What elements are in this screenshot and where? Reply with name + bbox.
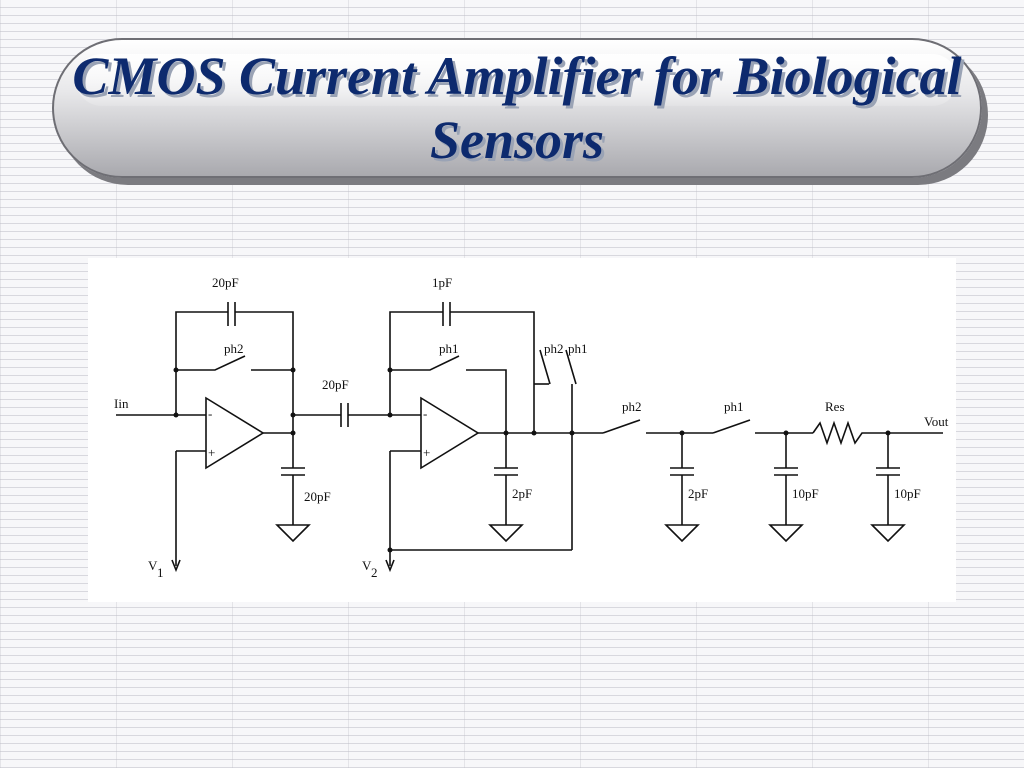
label-minus-1: - (208, 406, 212, 421)
label-vout: Vout (924, 414, 949, 429)
label-c-out1: 20pF (304, 489, 331, 504)
label-plus-2: + (423, 445, 430, 460)
label-minus-2: - (423, 406, 427, 421)
label-c-out2: 2pF (512, 486, 532, 501)
label-c-s3: 10pF (894, 486, 921, 501)
label-sw-s2: ph1 (724, 399, 744, 414)
label-iin: Iin (114, 396, 129, 411)
label-res: Res (825, 399, 845, 414)
circuit-diagram: Iin 20pF ph2 - + 20pF 20pF 1pF ph1 - + p… (114, 275, 949, 580)
label-sw-fb1: ph2 (224, 341, 244, 356)
circuit-diagram-panel: Iin 20pF ph2 - + 20pF 20pF 1pF ph1 - + p… (88, 258, 956, 602)
label-sw-s1: ph2 (622, 399, 642, 414)
label-v2-sub: 2 (371, 565, 378, 580)
label-v1-sub: 1 (157, 565, 164, 580)
label-sw-b: ph1 (568, 341, 588, 356)
label-sw-fb2: ph1 (439, 341, 459, 356)
title-highlight (76, 54, 958, 106)
slide-title: CMOS Current Amplifier for Biological Se… (72, 46, 962, 170)
label-sw-a: ph2 (544, 341, 564, 356)
label-c-s1: 2pF (688, 486, 708, 501)
label-plus-1: + (208, 445, 215, 460)
label-c-fb2: 1pF (432, 275, 452, 290)
label-v2: V (362, 558, 372, 573)
title-banner: CMOS Current Amplifier for Biological Se… (52, 38, 982, 178)
label-c-s2: 10pF (792, 486, 819, 501)
label-c-couple: 20pF (322, 377, 349, 392)
label-c-fb1: 20pF (212, 275, 239, 290)
label-v1: V (148, 558, 158, 573)
